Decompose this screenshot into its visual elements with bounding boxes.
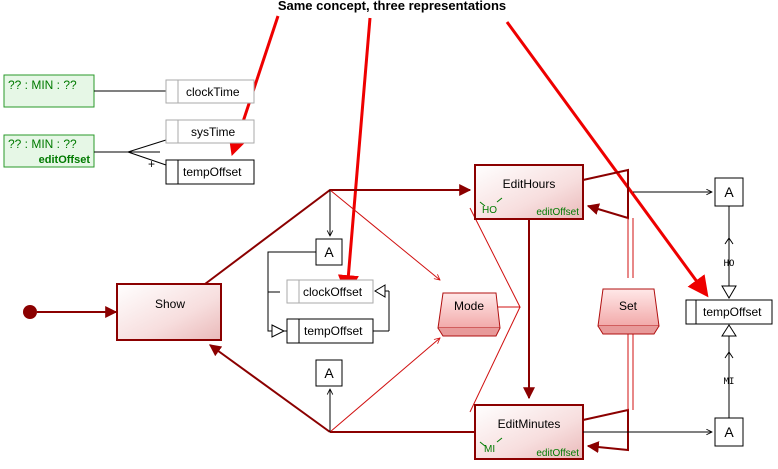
field-clock-time: clockTime <box>165 79 255 104</box>
field-temp-offset-top-label: tempOffset <box>183 165 242 179</box>
edit-minutes-badge: MI <box>484 444 495 455</box>
mi-label: MI <box>724 377 735 387</box>
mode-button[interactable]: Mode <box>437 292 501 337</box>
clock-pattern-2-tag: editOffset <box>39 154 91 166</box>
clock-pattern-1: ?? : MIN : ?? <box>3 74 95 108</box>
state-box-a-bottom-right-label: A <box>724 424 734 440</box>
state-show-label: Show <box>155 297 185 311</box>
mode-button-label: Mode <box>454 299 484 313</box>
clock-pattern-2-text: ?? : MIN : ?? <box>8 137 77 151</box>
state-box-a-bottom-right: A <box>714 417 744 447</box>
ho-label: HO <box>724 259 735 269</box>
plus-marker: + <box>148 157 155 171</box>
field-temp-offset-right: tempOffset <box>685 299 773 325</box>
field-temp-offset-top: tempOffset <box>165 159 255 185</box>
field-temp-offset-mid: tempOffset <box>286 318 374 344</box>
state-edit-minutes-tag: editOffset <box>536 448 579 459</box>
clock-pattern-2: ?? : MIN : ?? editOffset <box>3 134 95 168</box>
state-show[interactable]: Show <box>116 283 222 341</box>
state-box-a-1-label: A <box>324 244 334 260</box>
field-clock-offset: clockOffset <box>286 279 374 304</box>
set-button[interactable]: Set <box>597 288 660 335</box>
field-sys-time-label: sysTime <box>191 125 236 139</box>
state-edit-hours-label: EditHours <box>503 177 556 191</box>
field-temp-offset-right-label: tempOffset <box>703 305 762 319</box>
field-sys-time: sysTime <box>165 119 255 144</box>
set-button-label: Set <box>619 299 638 313</box>
state-edit-hours-tag: editOffset <box>536 207 579 218</box>
state-box-a-1: A <box>315 238 343 266</box>
state-edit-minutes-label: EditMinutes <box>498 417 561 431</box>
state-edit-minutes[interactable]: EditMinutes editOffset MI <box>474 404 584 460</box>
state-box-a-top-right: A <box>714 177 744 207</box>
start-state-icon <box>23 305 37 319</box>
callout-arrow-3 <box>505 21 709 298</box>
state-edit-hours[interactable]: EditHours editOffset HO <box>474 164 584 220</box>
edit-hours-badge: HO <box>482 205 497 216</box>
state-box-a-2: A <box>315 359 343 387</box>
callout-arrow-2 <box>337 17 372 297</box>
field-clock-offset-label: clockOffset <box>303 285 363 299</box>
state-box-a-2-label: A <box>324 365 334 381</box>
page-title: Same concept, three representations <box>278 0 506 13</box>
state-box-a-top-right-label: A <box>724 184 734 200</box>
field-temp-offset-mid-label: tempOffset <box>304 324 363 338</box>
clock-pattern-1-text: ?? : MIN : ?? <box>8 78 77 92</box>
field-clock-time-label: clockTime <box>186 85 240 99</box>
